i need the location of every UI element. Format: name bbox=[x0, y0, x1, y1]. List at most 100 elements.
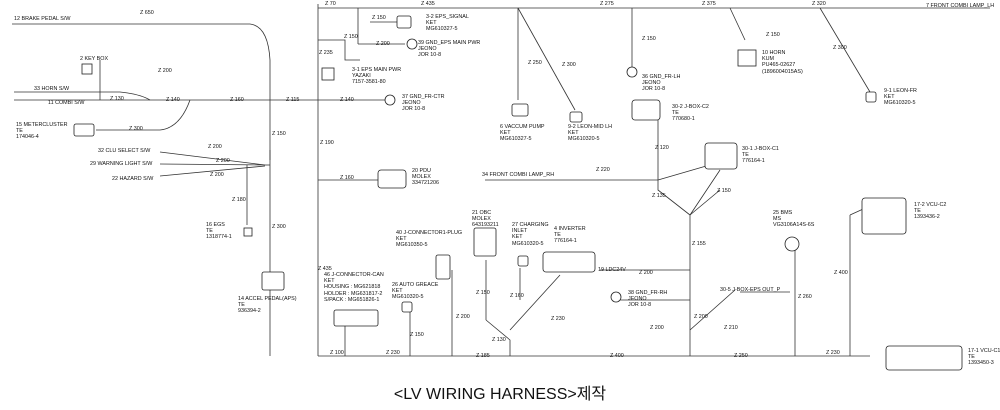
segment-length-label: Z 400 bbox=[610, 353, 624, 359]
component-label-line: 36 GND_FR-LH bbox=[642, 74, 681, 80]
component-label-line: TE bbox=[742, 152, 749, 159]
diagram-caption: <LV WIRING HARNESS>제작 bbox=[393, 386, 607, 403]
segment-length-label: Z 200 bbox=[694, 314, 708, 320]
endpoint-hazard: 22 HAZARD S/W bbox=[112, 176, 154, 182]
endpoint-clu: 32 CLU SELECT S/W bbox=[98, 148, 151, 154]
component-label-line: 21 OBC bbox=[472, 210, 492, 216]
segment-length-label: Z 230 bbox=[386, 350, 400, 356]
component-label-line: PU465-02627 bbox=[762, 62, 796, 69]
segment-length-label: Z 130 bbox=[492, 337, 506, 343]
component-label-line: 30-2 J-BOX-C2 bbox=[672, 104, 709, 110]
component-label-line: KET bbox=[396, 236, 407, 243]
segment-length-label: Z 115 bbox=[286, 97, 300, 103]
component-label-line: JOR 10-8 bbox=[418, 52, 442, 59]
component-label-line: 776164-1 bbox=[742, 158, 765, 165]
segment-length-label: Z 200 bbox=[210, 172, 224, 178]
segment-length-label: Z 220 bbox=[596, 167, 610, 173]
segment-length-label: Z 150 bbox=[344, 34, 358, 40]
segment-length-label: Z 200 bbox=[376, 41, 390, 47]
component-label-line: 25 BMS bbox=[773, 210, 793, 216]
endpoint-warning: 29 WARNING LIGHT S/W bbox=[90, 161, 153, 167]
segment-length-label: Z 200 bbox=[639, 270, 653, 276]
component-label-line: 3-2 EPS_SIGNAL bbox=[426, 14, 469, 20]
segment-length-label: Z 150 bbox=[410, 332, 424, 338]
component-label-line: 30-1 J-BOX-C1 bbox=[742, 146, 779, 152]
segment-length-label: Z 160 bbox=[230, 97, 244, 103]
segment-length-label: Z 200 bbox=[216, 158, 230, 164]
segment-length-label: Z 150 bbox=[642, 36, 656, 42]
component-label-line: 936394-2 bbox=[238, 308, 261, 315]
component-label-line: YAZAKI bbox=[352, 73, 371, 80]
segment-length-label: Z 200 bbox=[456, 314, 470, 320]
component-label-line: JEONO bbox=[402, 100, 421, 107]
segment-length-label: Z 210 bbox=[724, 325, 738, 331]
component-label-line: TE bbox=[914, 208, 921, 215]
component-label-line: KET bbox=[884, 94, 895, 101]
component-label-key-box: 2 KEY BOX bbox=[80, 56, 108, 62]
component-label-line: 334721206 bbox=[412, 180, 439, 187]
segment-length-label: Z 100 bbox=[330, 350, 344, 356]
component-label-line: KET bbox=[500, 130, 511, 137]
segment-length-label: Z 300 bbox=[272, 224, 286, 230]
component-label-line: KET bbox=[512, 234, 523, 241]
component-label-line: 17-2 VCU-C2 bbox=[914, 202, 947, 208]
segment-length-label: Z 230 bbox=[826, 350, 840, 356]
segment-length-label: Z 180 bbox=[232, 197, 246, 203]
component-label-line: KET bbox=[324, 278, 335, 285]
component-label-line: 776164-1 bbox=[554, 238, 577, 245]
component-label-line: TE bbox=[968, 354, 975, 361]
component-label-line: 9-1 LEON-FR bbox=[884, 88, 917, 94]
endpoint-front-rh: 34 FRONT COMBI LAMP_RH bbox=[482, 172, 555, 178]
component-label-line: 46 J-CONNECTOR-CAN bbox=[324, 272, 384, 278]
segment-length-label: Z 140 bbox=[340, 97, 354, 103]
component-label-line: KET bbox=[568, 130, 579, 137]
component-label-line: MOLEX bbox=[412, 174, 431, 181]
component-label-line: MG610320-5 bbox=[884, 100, 916, 107]
component-label-line: HOUSING : MG621818 bbox=[324, 284, 381, 291]
segment-length-label: Z 135 bbox=[652, 193, 666, 199]
component-label-line: INLET bbox=[512, 228, 528, 235]
segment-length-label: Z 375 bbox=[702, 1, 716, 7]
component-label-line: MG610350-5 bbox=[396, 242, 428, 249]
component-label-line: 6 VACCUM PUMP bbox=[500, 124, 545, 130]
endpoint-horn-sw: 33 HORN S/W bbox=[34, 86, 70, 92]
component-label-line: 20 PDU bbox=[412, 168, 431, 174]
component-label-line: TE bbox=[554, 232, 561, 239]
segment-length-label: Z 130 bbox=[110, 96, 124, 102]
component-label-line: JEONO bbox=[628, 296, 647, 303]
segment-length-label: Z 300 bbox=[833, 45, 847, 51]
component-label-line: TE bbox=[672, 110, 679, 117]
segment-length-label: Z 200 bbox=[158, 68, 172, 74]
component-label-line: 37 GND_FR-CTR bbox=[402, 94, 445, 100]
segment-length-label: Z 200 bbox=[208, 144, 222, 150]
endpoint-combi-sw: 11 COMBI S/W bbox=[48, 100, 85, 106]
component-label-line: 38 GND_FR-RH bbox=[628, 290, 668, 296]
segment-length-label: Z 250 bbox=[734, 353, 748, 359]
component-label-line: 3-1 EPS MAIN PWR bbox=[352, 67, 402, 73]
component-label-line: TE bbox=[238, 302, 245, 309]
component-label-line: JEONO bbox=[642, 80, 661, 87]
segment-length-label: Z 235 bbox=[319, 50, 333, 56]
segment-length-label: Z 160 bbox=[340, 175, 354, 181]
component-label-line: JOR 10-8 bbox=[642, 86, 666, 93]
component-label-line: KUM bbox=[762, 56, 774, 63]
component-label-line: JOR 10-8 bbox=[628, 302, 652, 309]
component-label-line: 39 GND_EPS MAIN PWR bbox=[418, 40, 481, 46]
